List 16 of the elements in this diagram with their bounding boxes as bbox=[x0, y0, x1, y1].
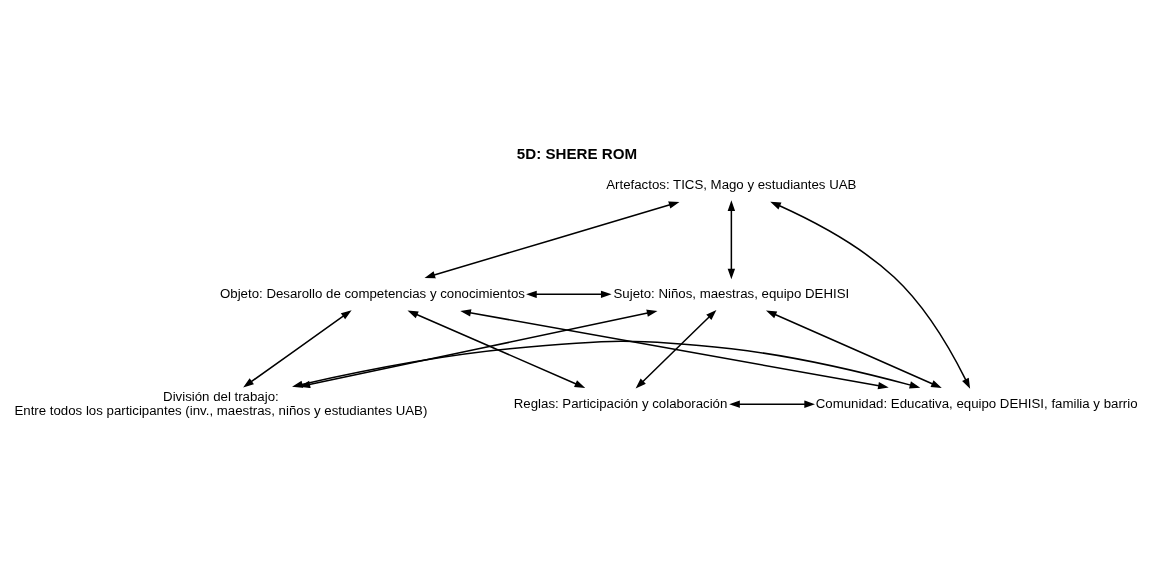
arrow bbox=[635, 309, 717, 389]
node-text: Comunidad: Educativa, equipo DEHISI, familia y barrio bbox=[815, 395, 1138, 411]
arrow bbox=[526, 290, 612, 298]
arrow bbox=[407, 310, 586, 388]
arrow bbox=[460, 308, 889, 389]
arrow bbox=[770, 201, 971, 389]
arrow bbox=[727, 199, 736, 279]
arrow bbox=[729, 400, 815, 408]
node-text: División del trabajo: Entre todos los participantes (inv., maestras, niños y estudiantes UAB) bbox=[14, 388, 428, 418]
node-text: Reglas: Participación y colaboración bbox=[513, 395, 728, 411]
node-text: Artefactos: TICS, Mago y estudiantes UAB bbox=[606, 176, 857, 192]
diagram-title: 5D: SHERE ROM bbox=[516, 144, 638, 162]
arrow bbox=[765, 310, 942, 388]
node-text: Objeto: Desarollo de competencias y conocimientos bbox=[219, 285, 525, 301]
node-text: Sujeto: Niños, maestras, equipo DEHISI bbox=[613, 285, 850, 301]
arrow bbox=[424, 200, 680, 278]
